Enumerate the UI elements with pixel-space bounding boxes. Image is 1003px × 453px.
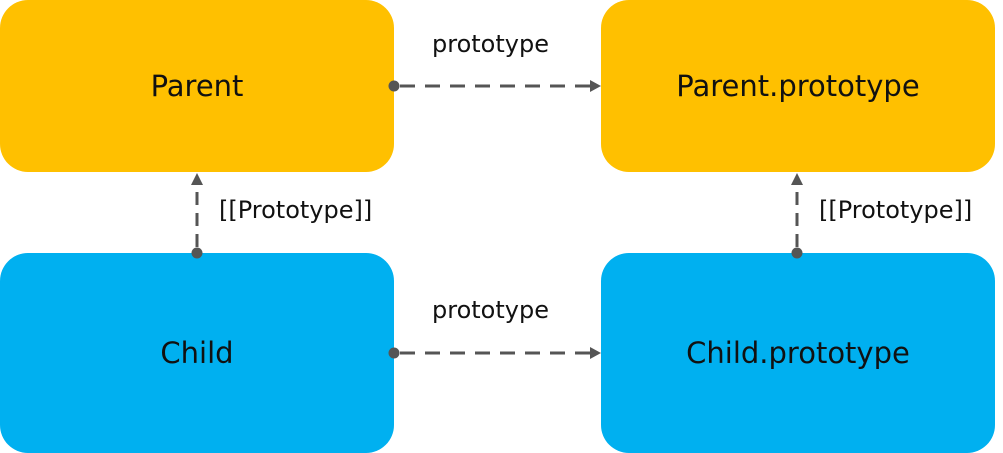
child-prototype-node-label: Child.prototype [686, 336, 910, 370]
edge-child-prototype [388, 347, 601, 359]
child-node-label: Child [160, 336, 234, 370]
child-node: Child [0, 253, 394, 453]
edge-label-child-prototype: prototype [432, 296, 549, 324]
edge-label-child-parent: [[Prototype]] [219, 196, 373, 224]
edge-child-parent [191, 173, 203, 259]
parent-prototype-node: Parent.prototype [601, 0, 995, 172]
edge-label-childproto-parentproto: [[Prototype]] [819, 196, 973, 224]
parent-node: Parent [0, 0, 394, 172]
edge-child-parent-arrowhead [191, 173, 203, 185]
parent-prototype-node-label: Parent.prototype [676, 69, 920, 103]
edge-label-parent-prototype: prototype [432, 30, 549, 58]
edge-child-prototype-arrowhead [590, 347, 601, 359]
edge-parent-prototype-arrowhead [590, 80, 601, 92]
edge-parent-prototype [388, 80, 601, 92]
edge-childproto-parentproto [791, 173, 803, 259]
edge-childproto-parentproto-arrowhead [791, 173, 803, 185]
child-prototype-node: Child.prototype [601, 253, 995, 453]
parent-node-label: Parent [150, 69, 244, 103]
